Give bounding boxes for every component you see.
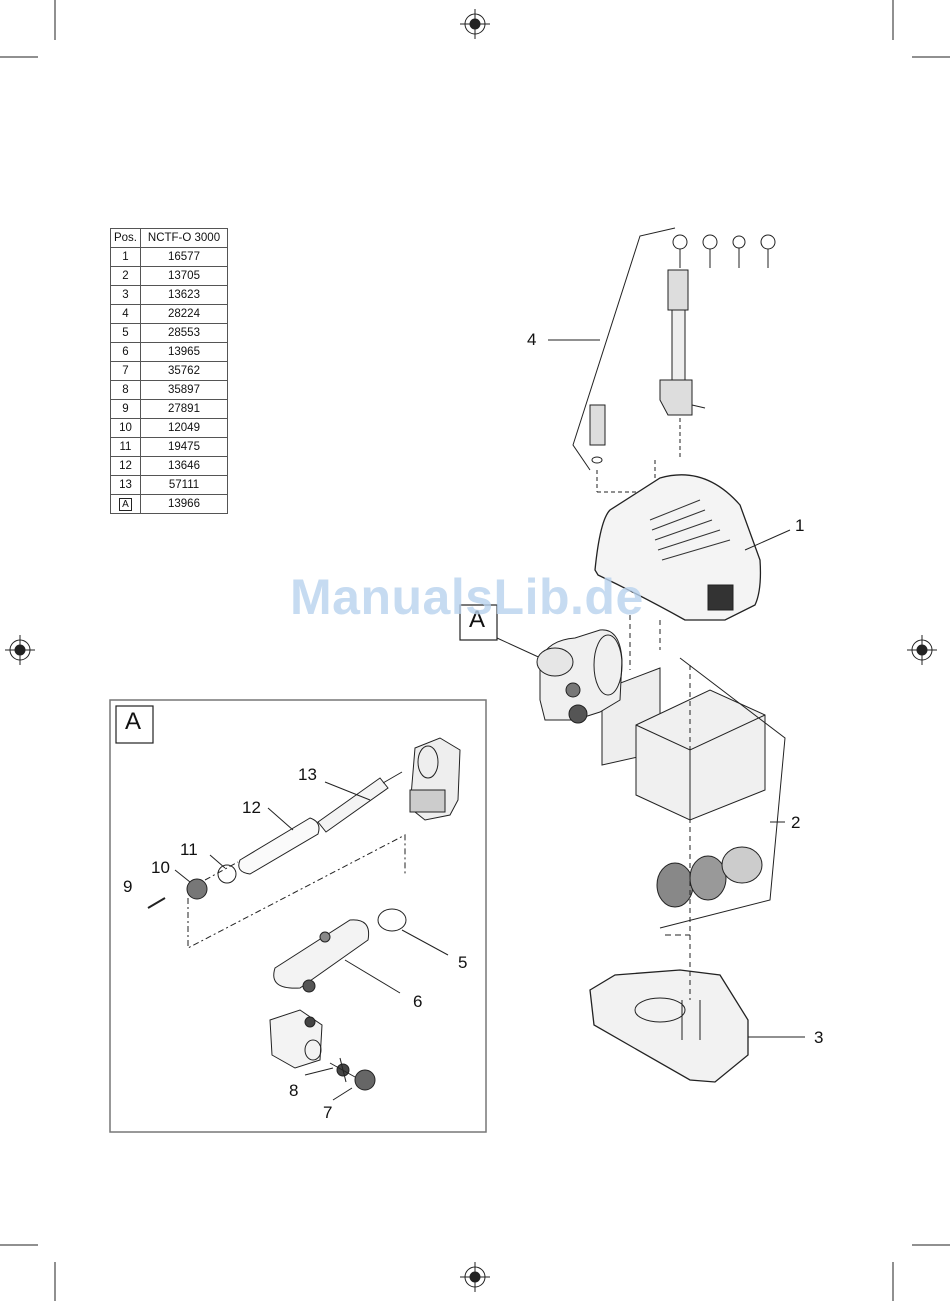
label-10: 10 xyxy=(151,859,170,876)
filter-base xyxy=(590,970,748,1082)
leader-10 xyxy=(175,870,190,882)
leader-11 xyxy=(210,855,225,868)
leader-12 xyxy=(268,808,293,830)
leader-7 xyxy=(333,1088,352,1100)
leader-5 xyxy=(402,930,448,955)
housing-6 xyxy=(274,920,369,992)
leader-6 xyxy=(345,960,400,993)
label-1: 1 xyxy=(795,517,804,534)
t-connector xyxy=(660,380,692,415)
o-ring-11 xyxy=(218,865,236,883)
label-9: 9 xyxy=(123,878,132,895)
leader-8 xyxy=(305,1068,333,1075)
pump-body xyxy=(270,1010,322,1068)
fountain-nozzle-set xyxy=(573,228,775,470)
screw-9 xyxy=(148,898,165,908)
spray-nozzle xyxy=(590,405,605,445)
registration-mark-right xyxy=(907,635,937,665)
registration-mark-left xyxy=(5,635,35,665)
uvc-clarifier-head xyxy=(410,738,460,820)
filter-foam-set xyxy=(602,658,785,928)
label-7: 7 xyxy=(323,1104,332,1121)
label-2: 2 xyxy=(791,814,800,831)
watermark: ManualsLib.de xyxy=(290,568,644,626)
bayonet-7 xyxy=(355,1070,375,1090)
assembly-path xyxy=(188,835,405,948)
label-8: 8 xyxy=(289,1082,298,1099)
nozzle-head-4 xyxy=(761,235,775,268)
label-11: 11 xyxy=(180,841,198,858)
telescopic-tube-top xyxy=(668,270,688,310)
nozzle-head-1 xyxy=(673,235,687,268)
label-3: 3 xyxy=(814,1029,823,1046)
o-ring xyxy=(592,457,602,463)
nozzle-head-3 xyxy=(733,236,745,268)
label-13: 13 xyxy=(298,766,317,783)
label-5: 5 xyxy=(458,954,467,971)
quartz-glass xyxy=(239,818,319,874)
uvc-lamp xyxy=(318,772,402,832)
o-ring-5 xyxy=(378,909,406,931)
bracket-4 xyxy=(573,228,675,470)
registration-mark-top xyxy=(460,9,490,39)
label-12: 12 xyxy=(242,799,261,816)
telescopic-tube xyxy=(672,310,685,380)
registration-mark-bottom xyxy=(460,1262,490,1292)
detail-a-title: A xyxy=(125,713,141,730)
filter-baskets xyxy=(657,847,762,907)
impeller-8 xyxy=(330,1058,355,1082)
label-6: 6 xyxy=(413,993,422,1010)
label-4: 4 xyxy=(527,331,536,348)
nozzle-head-2 xyxy=(703,235,717,268)
